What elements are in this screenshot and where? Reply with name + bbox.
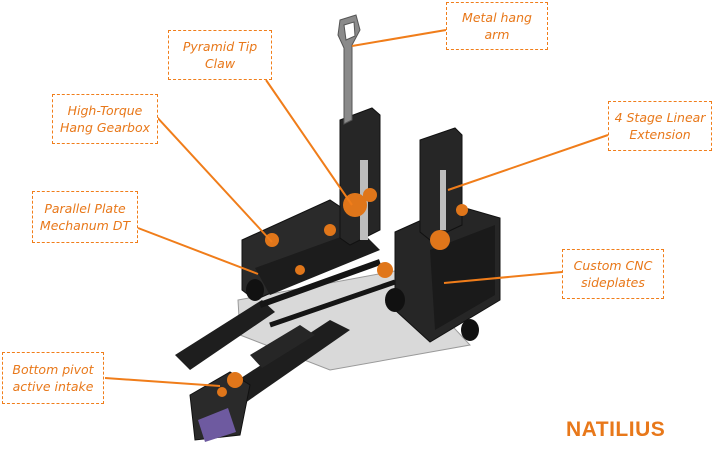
callout-parallel-plate-mechanum-dt: Parallel Plate Mechanum DT (32, 191, 138, 243)
leader-high-torque-hang-gearbox (154, 114, 273, 243)
leader-lines (104, 29, 609, 387)
leader-custom-cnc-sideplates (443, 271, 563, 284)
wheel (385, 288, 405, 312)
callout-pyramid-tip-claw: Pyramid Tip Claw (168, 30, 272, 80)
leader-bottom-pivot-active-intake (104, 377, 221, 387)
callout-high-torque-hang-gearbox: High-Torque Hang Gearbox (52, 94, 158, 144)
hang-arm (337, 14, 361, 125)
callout-custom-cnc-sideplates: Custom CNC sideplates (562, 249, 664, 299)
leader-pyramid-tip-claw (265, 79, 353, 206)
leader-metal-hang-arm (351, 29, 447, 47)
front-arm-left (175, 300, 275, 370)
brand-logo-text: NATILIUS (566, 418, 666, 441)
leader-parallel-plate-mechanum-dt (137, 227, 259, 275)
robot-illustration (175, 14, 501, 442)
leader-four-stage-linear-extension (447, 134, 609, 191)
callout-four-stage-linear-extension: 4 Stage Linear Extension (608, 101, 712, 151)
callout-bottom-pivot-active-intake: Bottom pivot active intake (2, 352, 104, 404)
hang-gearbox (265, 233, 279, 247)
callout-metal-hang-arm: Metal hang arm (446, 2, 548, 50)
